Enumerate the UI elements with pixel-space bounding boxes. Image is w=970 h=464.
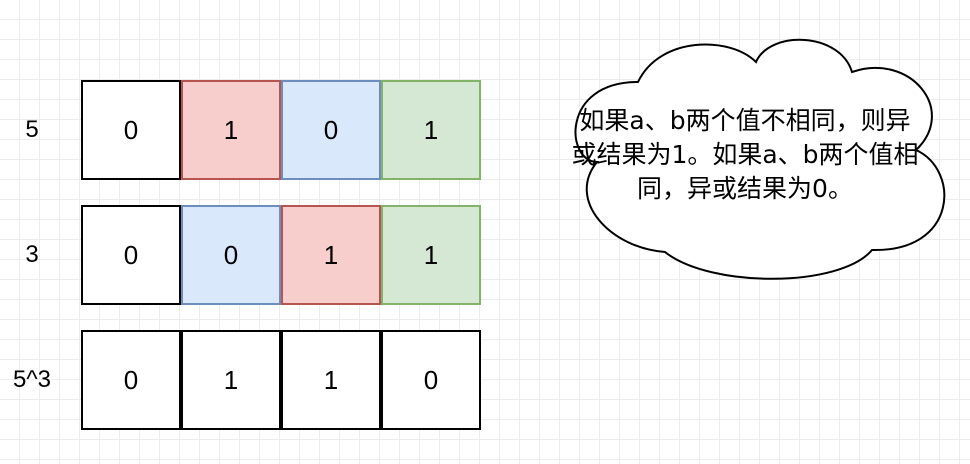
cloud-text-line: 如果a、b两个值不相同，则异 xyxy=(579,106,911,135)
cloud-text-line: 同，异或结果为0。 xyxy=(637,174,853,203)
bit-row-5: 0 1 0 1 xyxy=(81,80,481,180)
bit-cell: 0 xyxy=(81,80,181,180)
bit-cell: 0 xyxy=(281,80,381,180)
bit-cell: 1 xyxy=(181,330,281,430)
bit-cell: 1 xyxy=(181,80,281,180)
bit-row-3: 0 0 1 1 xyxy=(81,205,481,305)
row-label-5: 5 xyxy=(25,116,39,143)
bit-cell: 0 xyxy=(181,205,281,305)
bit-cell: 1 xyxy=(281,330,381,430)
bit-cell: 1 xyxy=(381,80,481,180)
bit-row-xor: 0 1 1 0 xyxy=(81,330,481,430)
bit-cell: 0 xyxy=(81,205,181,305)
bit-cell: 0 xyxy=(381,330,481,430)
bit-cell: 1 xyxy=(281,205,381,305)
cloud-shape xyxy=(574,38,946,280)
cloud-text-line: 或结果为1。如果a、b两个值相 xyxy=(571,140,919,169)
cloud-callout xyxy=(574,38,946,280)
bit-cell: 1 xyxy=(381,205,481,305)
row-label-xor: 5^3 xyxy=(13,366,51,393)
cloud-text: 如果a、b两个值不相同，则异 或结果为1。如果a、b两个值相 同，异或结果为0。 xyxy=(538,104,952,206)
row-label-3: 3 xyxy=(25,241,39,268)
bit-cell: 0 xyxy=(81,330,181,430)
